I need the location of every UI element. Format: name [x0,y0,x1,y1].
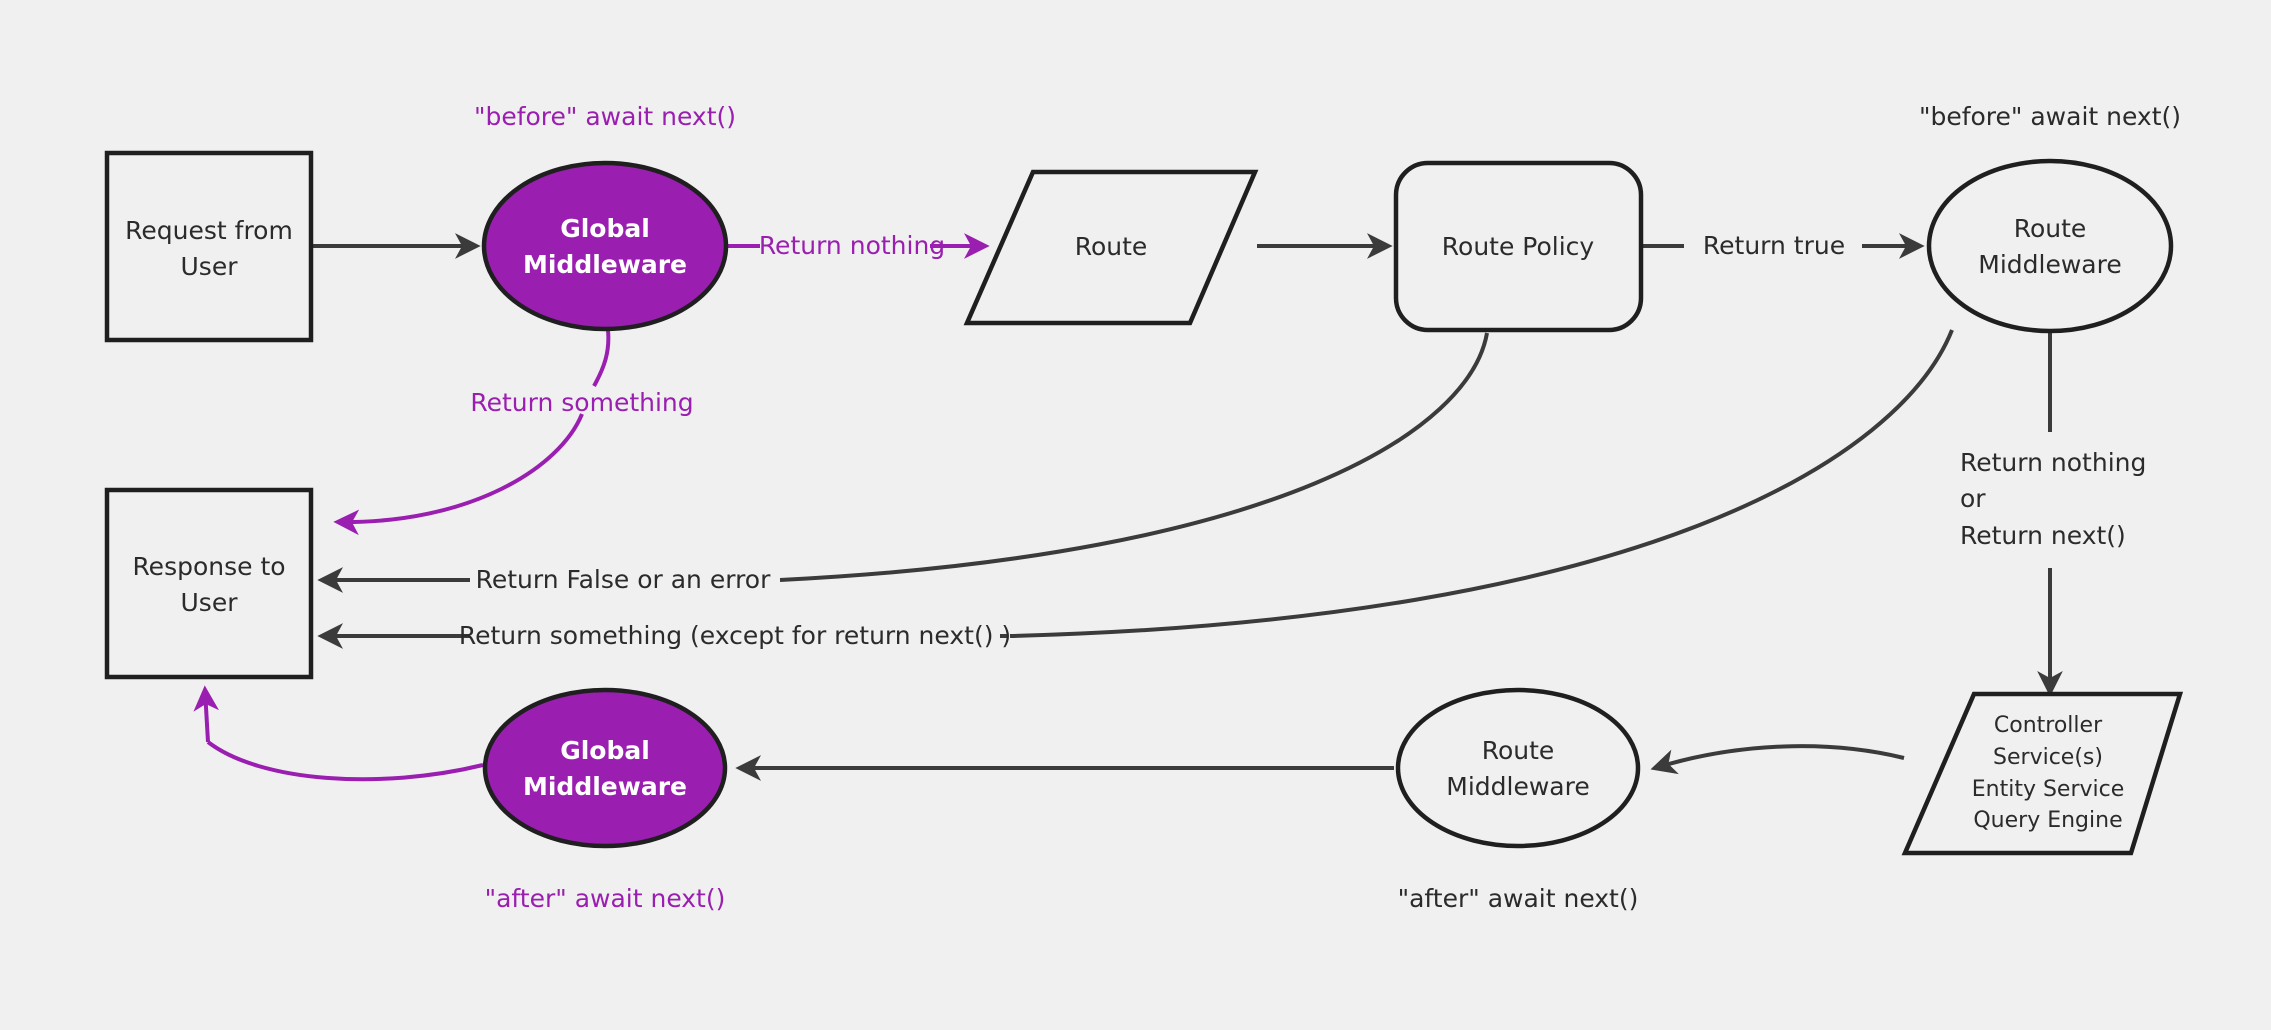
node-label-request-from-user-line1: Request from [125,216,293,245]
node-label-route-middleware-after-line1: Route [1482,736,1555,765]
node-label-services: Service(s) [1993,745,2103,770]
edge-label-return-true: Return true [1703,231,1845,260]
edge-route-policy-return-true: Return true [1642,231,1925,260]
node-route-policy[interactable]: Route Policy [1393,160,1644,333]
node-controller-stack[interactable]: Controller Service(s) Entity Service Que… [1901,691,2184,856]
node-label-controller: Controller [1994,713,2103,738]
annotation-route-middleware-after-await-next: "after" await next() [1398,884,1639,913]
node-route-middleware-after[interactable]: Route Middleware [1395,687,1641,849]
annotation-global-before-await-next: "before" await next() [474,102,736,131]
node-label-route-middleware-before-line1: Route [2014,214,2087,243]
edge-global-middleware-return-nothing: Return nothing [727,231,990,260]
edge-route-policy-return-false: Return False or an error [317,332,1489,598]
edge-label-return-nothing: Return nothing [759,231,945,260]
node-label-global-middleware-before-line1: Global [560,214,650,243]
edge-label-return-false-or-error: Return False or an error [476,565,771,594]
edge-route-middleware-to-controller: Return nothing or Return next() [1960,330,2146,697]
edge-label-return-false-backdrop [470,562,780,598]
node-label-route-middleware-after-line2: Middleware [1446,772,1589,801]
node-label-route-middleware-before-line2: Middleware [1978,250,2121,279]
edge-global-middleware-after-to-response [193,685,484,782]
annotation-route-middleware-before-await-next: "before" await next() [1919,102,2181,131]
node-label-global-middleware-after-line2: Middleware [523,772,687,801]
node-route-middleware-before[interactable]: Route Middleware [1926,158,2174,334]
edge-label-return-something: Return something [470,388,693,417]
node-label-request-from-user-line2: User [181,252,239,281]
node-response-to-user[interactable]: Response to User [104,487,314,680]
node-label-route-policy: Route Policy [1442,232,1595,261]
edge-label-return-next-line3: Return next() [1960,521,2126,550]
node-label-response-to-user-line2: User [181,588,239,617]
node-label-route: Route [1075,232,1148,261]
edge-label-return-nothing-or: or [1960,484,1986,513]
node-request-from-user[interactable]: Request from User [104,150,314,343]
node-label-query-engine: Query Engine [1973,808,2122,833]
node-label-response-to-user-line1: Response to [132,552,285,581]
edge-label-return-something-except-next: Return something (except for return next… [459,621,1011,650]
annotation-global-after-await-next: "after" await next() [485,884,726,913]
edge-route-middleware-return-something: Return something (except for return next… [317,329,1954,654]
edge-label-return-nothing-line1: Return nothing [1960,448,2146,477]
node-label-entity-service: Entity Service [1972,777,2125,802]
node-global-middleware-after[interactable]: Global Middleware [482,687,728,849]
edge-label-return-something-except-backdrop [470,618,1000,654]
node-label-global-middleware-after-line1: Global [560,736,650,765]
node-label-global-middleware-before-line2: Middleware [523,250,687,279]
node-global-middleware-before[interactable]: Global Middleware [481,160,729,332]
edge-controller-to-route-middleware-after [1650,744,1905,775]
node-route[interactable]: Route [963,169,1259,326]
edge-global-middleware-return-something: Return something [333,329,694,536]
